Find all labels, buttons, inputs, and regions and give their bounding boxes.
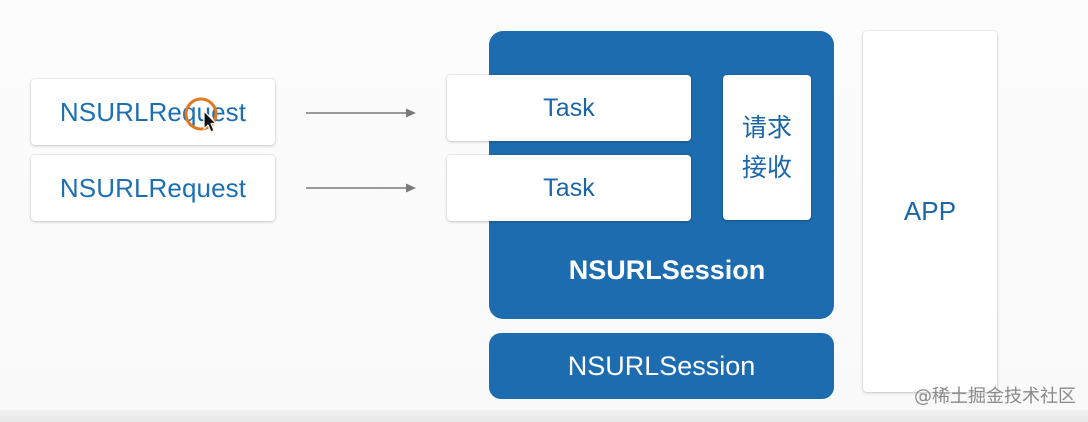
nsurlsession-bar-label: NSURLSession [567,350,756,381]
nsurlsession-block-title: NSURLSession [568,255,766,285]
app-box: APP [863,31,997,392]
nsurlrequest-label-2: NSURLRequest [59,172,247,203]
request-receive-box: 请求 接收 [723,75,811,220]
app-label: APP [903,196,957,226]
nsurlrequest-box-2: NSURLRequest [31,155,275,221]
mouse-cursor-icon [184,97,218,133]
bottom-strip [0,410,1088,422]
watermark-text: @稀土掘金技术社区 [914,386,1076,407]
request-receive-label: 请求 接收 [741,112,793,182]
nsurlrequest-box-1: NSURLRequest [31,79,275,145]
task-box-1: Task [447,75,691,141]
task-label-1: Task [543,93,595,122]
task-box-2: Task [447,155,691,221]
task-label-2: Task [543,173,595,202]
arrow-request-to-task-2 [306,183,416,193]
nsurlsession-bar: NSURLSession [489,333,834,399]
arrow-request-to-task-1 [306,108,416,118]
